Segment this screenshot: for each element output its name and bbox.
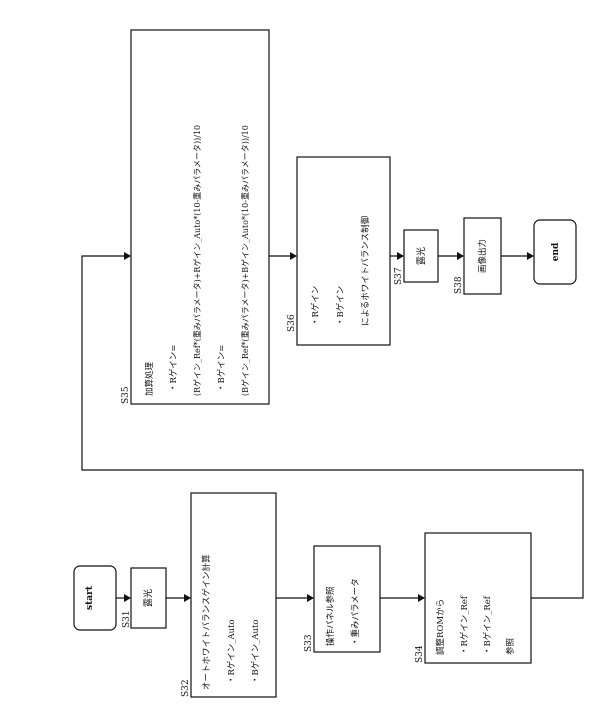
s36-line-3: によるホワイトバランス制御	[360, 216, 371, 326]
s38-text: 画像出力	[477, 239, 488, 273]
s32-line-1: オートホワイトバランスゲイン計算	[201, 554, 212, 690]
s32-step-label: S32	[181, 679, 191, 697]
s35-line-5: (Bゲイン_Ref*(重みパラメータ)+Bゲイン_Auto*(10-重みパラメー…	[240, 125, 250, 396]
start-label: start	[85, 585, 95, 610]
s34-node: 調整ROMから ・Rゲイン_Ref ・Bゲイン_Ref 参照 S34	[415, 533, 531, 663]
s35-step-label: S35	[121, 386, 131, 404]
start-node: start	[74, 566, 116, 630]
s32-node: オートホワイトバランスゲイン計算 ・Rゲイン_Auto ・Bゲイン_Auto S…	[181, 493, 276, 697]
arrowhead-s38	[457, 252, 464, 260]
end-label: end	[551, 242, 561, 261]
arrowhead-s32	[184, 594, 191, 602]
s38-step-label: S38	[454, 276, 464, 294]
s32-line-2: ・Rゲイン_Auto	[226, 619, 237, 684]
s36-line-1: ・Rゲイン	[310, 286, 321, 326]
s37-step-label: S37	[394, 267, 404, 285]
s36-node: ・Rゲイン ・Bゲイン によるホワイトバランス制御 S36	[287, 157, 390, 345]
arrowhead-s36	[290, 252, 297, 260]
s34-line-4: 参照	[505, 637, 516, 655]
end-node: end	[534, 220, 576, 284]
s33-line-2: ・重みパラメータ	[350, 578, 361, 646]
s34-line-3: ・Bゲイン_Ref	[482, 595, 493, 655]
arrowhead-s37	[397, 252, 404, 260]
s36-step-label: S36	[287, 314, 297, 332]
s33-line-1: 操作パネル参照	[325, 586, 336, 646]
s31-text: 露光	[142, 589, 154, 607]
arrowhead-s35	[124, 252, 131, 260]
s37-text: 露光	[415, 247, 427, 265]
s32-line-3: ・Bゲイン_Auto	[250, 620, 261, 684]
s35-line-3: (Rゲイン_Ref*(重みパラメータ)+Rゲイン_Auto*(10-重みパラメー…	[192, 125, 202, 396]
s36-line-2: ・Bゲイン	[335, 286, 346, 326]
s33-node: 操作パネル参照 ・重みパラメータ S33	[304, 546, 380, 652]
arrowhead-s34	[418, 594, 425, 602]
s33-step-label: S33	[304, 634, 314, 652]
s34-line-1: 調整ROMから	[435, 599, 446, 655]
s35-line-1: 加算処理	[144, 361, 155, 396]
s31-step-label: S31	[122, 610, 132, 628]
s35-line-4: ・Bゲイン=	[216, 345, 227, 392]
s34-line-2: ・Rゲイン_Ref	[459, 595, 470, 655]
arrowhead-s31	[124, 594, 131, 602]
s35-line-2: ・Rゲイン=	[168, 345, 179, 392]
arrowhead-s33	[307, 594, 314, 602]
s34-step-label: S34	[415, 645, 425, 663]
s35-node: 加算処理 ・Rゲイン= (Rゲイン_Ref*(重みパラメータ)+Rゲイン_Aut…	[121, 30, 269, 404]
arrowhead-end	[527, 252, 534, 260]
